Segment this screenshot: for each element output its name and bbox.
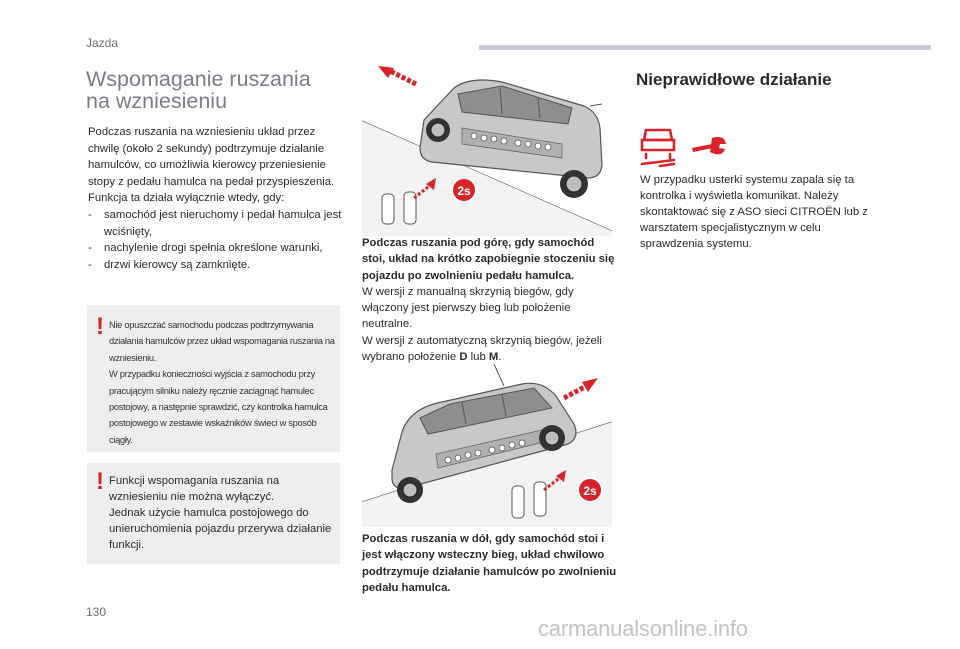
uphill-caption-manual: W wersji z manualną skrzynią biegów, gdy… <box>362 285 574 331</box>
page-title-line1: Wspomaganie ruszania <box>86 67 311 91</box>
page-title-line2: na wzniesieniu <box>86 89 228 113</box>
warning-paragraph: W przypadku konieczności wyjścia z samoc… <box>109 369 328 445</box>
condition-text: samochód jest nieruchomy i pedał hamulca… <box>104 208 342 238</box>
page-title: Wspomaganie ruszania na wzniesieniu <box>86 68 346 112</box>
intro-section: Podczas ruszania na wzniesieniu układ pr… <box>88 124 348 273</box>
warning-paragraph: Nie opuszczać samochodu podczas podtrzym… <box>109 320 335 363</box>
wrench-icon <box>692 136 726 155</box>
watermark: carmanualsonline.info <box>538 616 748 641</box>
section-label: Jazda <box>86 36 119 50</box>
pedal-icon <box>381 178 436 225</box>
downhill-caption: Podczas ruszania w dół, gdy samochód sto… <box>362 533 617 594</box>
pointer-line <box>493 363 505 387</box>
uphill-caption: Podczas ruszania pod górę, gdy samochód … <box>362 235 617 365</box>
warning-text: Funkcji wspomagania ruszania na wzniesie… <box>109 473 334 553</box>
warning-text: Nie opuszczać samochodu podczas podtrzym… <box>109 317 339 448</box>
timer-badge-label: 2s <box>457 184 471 198</box>
hill-start-warning-icon <box>640 128 676 168</box>
uphill-illustration: 2s <box>362 66 612 236</box>
warning-icon: ! <box>96 313 104 340</box>
condition-text: nachylenie drogi spełnia określone warun… <box>104 242 323 255</box>
condition-text: drzwi kierowcy są zamknięte. <box>104 258 251 271</box>
downhill-illustration: 2s <box>362 363 612 527</box>
warning-paragraph: Funkcji wspomagania ruszania na wzniesie… <box>109 475 280 503</box>
warning-paragraph: Jednak użycie hamulca postojowego do uni… <box>109 507 332 551</box>
conditions-lead: Funkcja ta działa wyłącznie wtedy, gdy: <box>88 192 285 205</box>
malfunction-icons <box>640 128 726 168</box>
malfunction-text: W przypadku usterki systemu zapala się t… <box>640 174 868 250</box>
uphill-caption-bold: Podczas ruszania pod górę, gdy samochód … <box>362 237 615 282</box>
timer-badge-label: 2s <box>583 484 597 498</box>
warning-box-parking: ! Nie opuszczać samochodu podczas podtrz… <box>87 305 340 452</box>
pedal-icon <box>511 470 566 519</box>
car-icon <box>419 79 603 198</box>
direction-arrow-icon <box>378 66 418 87</box>
condition-item: -samochód jest nieruchomy i pedał hamulc… <box>88 207 348 240</box>
condition-item: -nachylenie drogi spełnia określone waru… <box>88 240 348 257</box>
timer-badge-icon: 2s <box>577 477 603 503</box>
timer-badge-icon: 2s <box>451 177 477 203</box>
intro-paragraph: Podczas ruszania na wzniesieniu układ pr… <box>88 126 335 188</box>
uphill-caption-auto: W wersji z automatyczną skrzynią biegów,… <box>362 334 602 364</box>
malfunction-title: Nieprawidłowe działanie <box>636 70 832 89</box>
pointer-line <box>589 103 603 107</box>
warning-box-disable: ! Funkcji wspomagania ruszania na wznies… <box>87 463 340 564</box>
header-bar <box>479 45 931 50</box>
direction-arrow-icon <box>562 378 598 401</box>
car-icon <box>391 382 577 503</box>
page-number: 130 <box>86 605 107 619</box>
condition-item: -drzwi kierowcy są zamknięte. <box>88 257 348 274</box>
warning-icon: ! <box>96 468 104 495</box>
